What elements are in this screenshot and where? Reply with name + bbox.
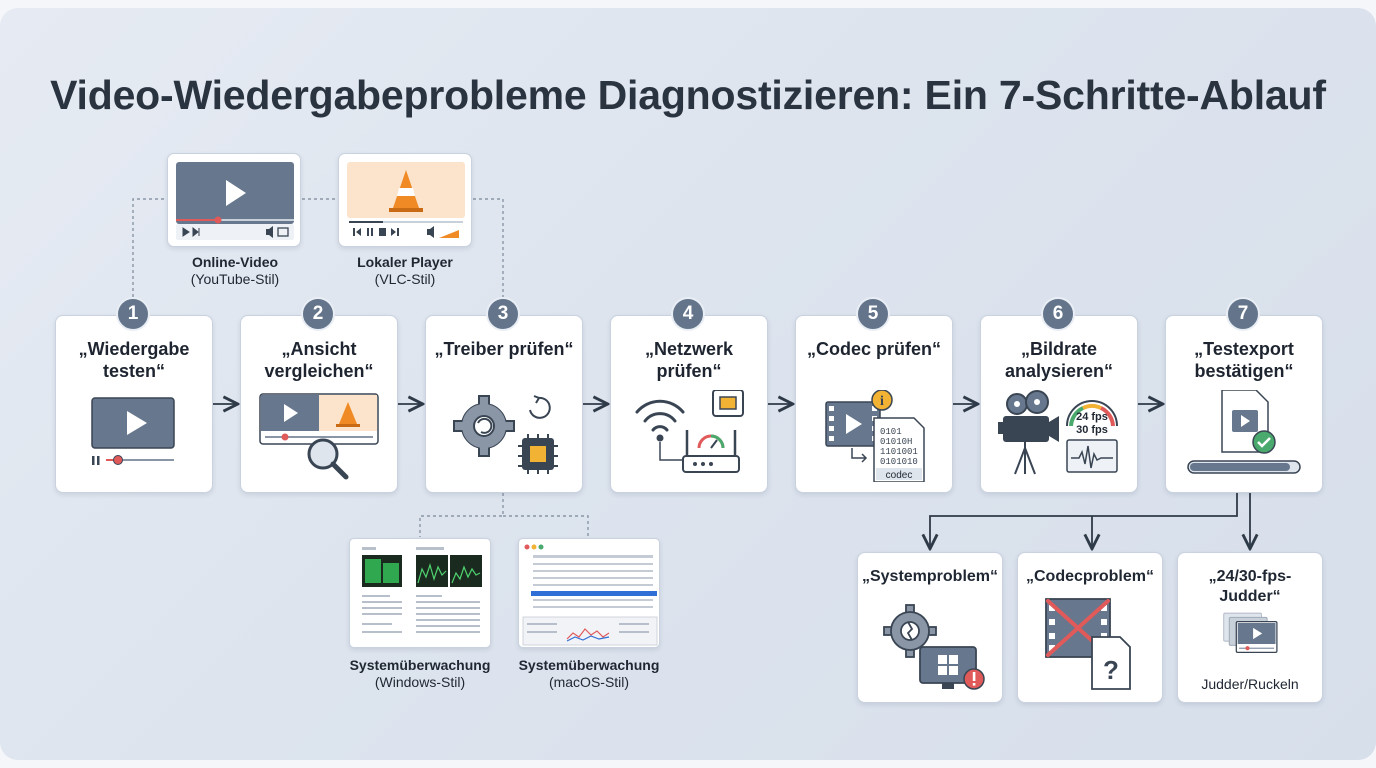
local-player-style: (VLC-Stil) <box>374 271 436 287</box>
outcome-subtitle: Judder/Ruckeln <box>1201 676 1299 692</box>
network-icon <box>635 390 744 473</box>
svg-text:?: ? <box>1103 655 1119 685</box>
step-badge-1: 1 <box>116 297 150 331</box>
driver-gear-icon <box>453 395 558 474</box>
macos-monitor-thumbnail <box>518 538 660 648</box>
codec-label: codec <box>886 470 913 481</box>
codec-binary-line: 1101001 <box>880 447 918 457</box>
step-card-6: „Bildrate analysieren“ 24 fps 30 fps <box>980 315 1138 493</box>
branch-systemproblem <box>930 493 1238 547</box>
outcome-card-codecproblem: „Codecproblem“ ? <box>1017 552 1163 703</box>
dotted-link-step1 <box>132 198 166 297</box>
film-icon <box>825 401 881 447</box>
judder-frames-icon <box>1223 612 1278 654</box>
diagram-canvas: Video-Wiedergabeprobleme Diagnostizieren… <box>0 8 1376 760</box>
online-video-caption: Online-Video (YouTube-Stil) <box>160 254 310 288</box>
step-title: „Treiber prüfen“ <box>434 339 574 359</box>
step-badge-7: 7 <box>1226 297 1260 331</box>
step-card-1: „Wiedergabe testen“ <box>55 315 213 493</box>
online-video-label: Online-Video <box>191 254 279 270</box>
step-badge-2: 2 <box>301 297 335 331</box>
monitor-error-icon <box>883 604 985 690</box>
step-badge-4: 4 <box>671 297 705 331</box>
magnifier-icon <box>307 438 339 470</box>
step-title: „Wiedergabe testen“ <box>78 339 190 381</box>
outcome-card-judder: „24/30-fps-Judder“ Judder/Ruckeln <box>1177 552 1323 703</box>
step-card-5: „Codec prüfen“ i 0101 01010H 1101001 010… <box>795 315 953 493</box>
step-badge-6: 6 <box>1041 297 1075 331</box>
outcome-title: „Codecproblem“ <box>1025 568 1154 585</box>
step-title: „Ansicht vergleichen“ <box>264 339 374 381</box>
outcome-card-systemproblem: „Systemproblem“ <box>857 552 1003 703</box>
step-badge-3: 3 <box>486 297 520 331</box>
page-title: Video-Wiedergabeprobleme Diagnostizieren… <box>50 72 1326 118</box>
play-icon <box>226 180 246 206</box>
waveform-icon <box>1066 439 1118 473</box>
info-icon <box>871 390 893 411</box>
windows-monitor-caption: Systemüberwachung (Windows-Stil) <box>340 657 500 691</box>
codec-binary-line: 01010H <box>880 437 912 447</box>
camera-icon <box>998 390 1059 475</box>
macos-monitor-label: Systemüberwachung <box>518 657 660 673</box>
fps-value-a: 24 fps <box>1076 411 1108 423</box>
dotted-link-monitors <box>419 493 589 537</box>
compare-view-icon <box>259 393 379 480</box>
step-badge-5: 5 <box>856 297 890 331</box>
step-card-7: „Testexport bestätigen“ <box>1165 315 1323 493</box>
broken-gear-icon <box>883 604 937 658</box>
local-player-caption: Lokaler Player (VLC-Stil) <box>330 254 480 288</box>
fps-gauge-icon: 24 fps 30 fps <box>1066 400 1118 436</box>
windows-monitor-thumbnail <box>349 538 491 648</box>
chip-icon <box>518 434 558 474</box>
step-title: „Testexport bestätigen“ <box>1194 339 1294 381</box>
router-icon <box>682 430 740 473</box>
fps-value-b: 30 fps <box>1076 424 1108 436</box>
codec-binary-line: 0101010 <box>880 457 918 467</box>
step-card-4: „Netzwerk prüfen“ <box>610 315 768 493</box>
local-player-label: Lokaler Player <box>357 254 453 270</box>
outcome-title: „24/30-fps-Judder“ <box>1208 568 1292 605</box>
macos-monitor-style: (macOS-Stil) <box>548 674 630 690</box>
windows-monitor-style: (Windows-Stil) <box>374 674 466 690</box>
codec-icon: i 0101 01010H 1101001 0101010 codec <box>825 390 925 482</box>
online-video-thumbnail <box>167 153 301 247</box>
dotted-link-step3 <box>473 198 504 297</box>
step-card-2: „Ansicht vergleichen“ <box>240 315 398 493</box>
step-title: „Codec prüfen“ <box>806 339 941 359</box>
online-video-style: (YouTube-Stil) <box>190 271 280 287</box>
outcome-title: „Systemproblem“ <box>861 568 999 585</box>
windows-monitor-label: Systemüberwachung <box>349 657 491 673</box>
step-card-3: „Treiber prüfen“ <box>425 315 583 493</box>
framerate-icon: 24 fps 30 fps <box>998 390 1118 475</box>
play-icon <box>91 397 175 465</box>
svg-text:i: i <box>880 394 884 409</box>
step-title: „Netzwerk prüfen“ <box>644 339 734 381</box>
macos-monitor-caption: Systemüberwachung (macOS-Stil) <box>509 657 669 691</box>
codec-binary-line: 0101 <box>880 427 902 437</box>
step-title: „Bildrate analysieren“ <box>1004 339 1114 381</box>
file-check-icon <box>1187 390 1301 474</box>
wifi-icon <box>635 399 685 432</box>
file-question-icon: ? <box>1045 598 1131 690</box>
local-player-thumbnail <box>338 153 472 247</box>
